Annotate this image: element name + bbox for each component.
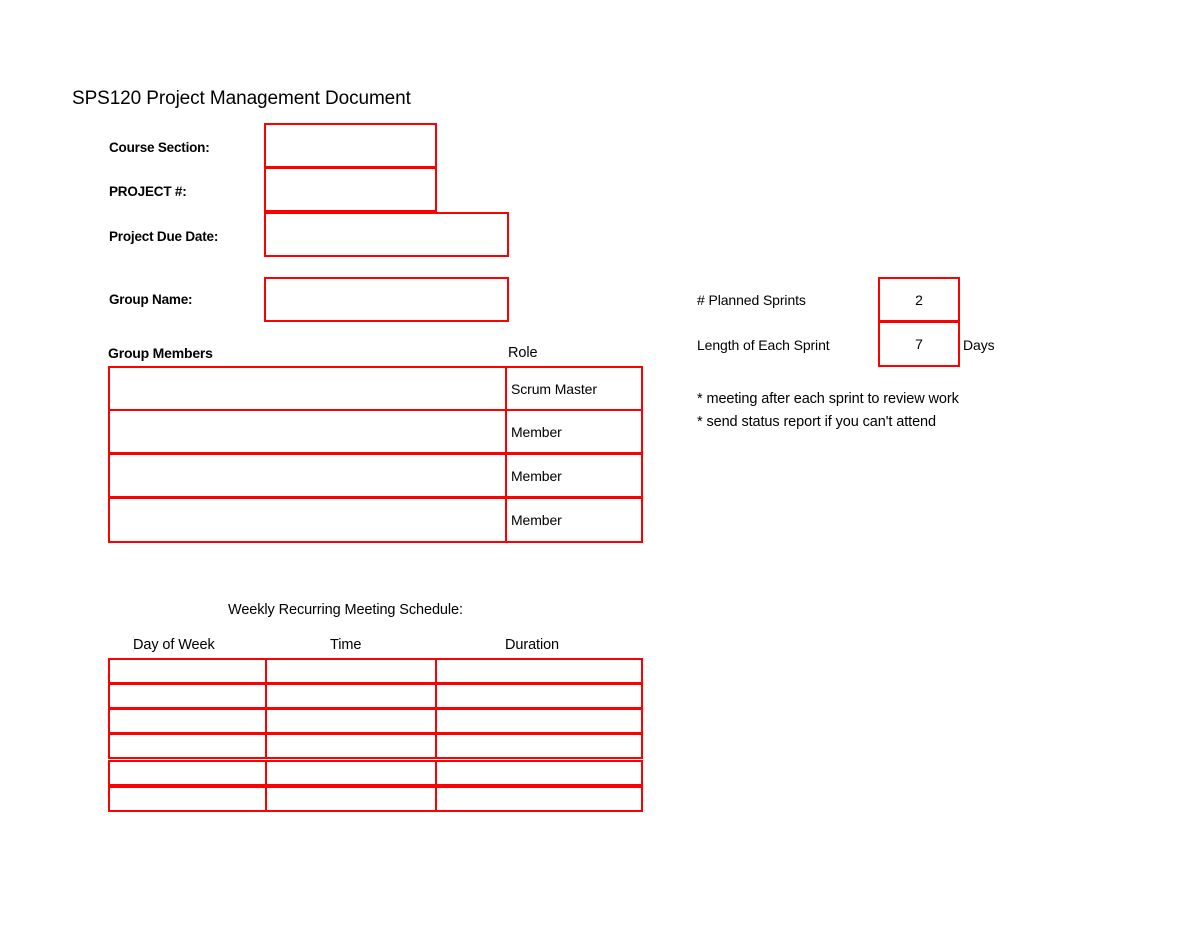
meeting-schedule-title: Weekly Recurring Meeting Schedule: bbox=[228, 602, 463, 618]
project-number-label: PROJECT #: bbox=[109, 184, 187, 199]
course-section-label: Course Section: bbox=[109, 140, 210, 155]
planned-sprints-label: # Planned Sprints bbox=[697, 292, 806, 308]
schedule-time-cell[interactable] bbox=[265, 733, 437, 759]
schedule-time-cell[interactable] bbox=[265, 658, 437, 684]
planned-sprints-input[interactable]: 2 bbox=[878, 277, 960, 322]
schedule-day-cell[interactable] bbox=[108, 658, 267, 684]
course-section-input[interactable] bbox=[264, 123, 437, 168]
group-name-input[interactable] bbox=[264, 277, 509, 322]
sprint-note-line-1: * meeting after each sprint to review wo… bbox=[697, 391, 959, 407]
member-role-value: Member bbox=[511, 423, 562, 440]
project-due-date-value bbox=[266, 214, 507, 226]
project-due-date-label: Project Due Date: bbox=[109, 229, 219, 244]
project-due-date-input[interactable] bbox=[264, 212, 509, 257]
schedule-time-cell[interactable] bbox=[265, 786, 437, 812]
schedule-time-cell[interactable] bbox=[265, 708, 437, 734]
member-name-cell[interactable] bbox=[108, 453, 507, 498]
sprint-length-unit: Days bbox=[963, 337, 995, 353]
project-number-input[interactable] bbox=[264, 167, 437, 212]
schedule-duration-cell[interactable] bbox=[435, 733, 643, 759]
sprint-length-label: Length of Each Sprint bbox=[697, 337, 830, 353]
schedule-duration-cell[interactable] bbox=[435, 760, 643, 786]
schedule-column-header-day: Day of Week bbox=[133, 637, 215, 653]
planned-sprints-value: 2 bbox=[915, 291, 923, 308]
sprint-length-input[interactable]: 7 bbox=[878, 321, 960, 367]
page-title: SPS120 Project Management Document bbox=[72, 88, 411, 109]
member-role-value: Member bbox=[511, 467, 562, 484]
schedule-day-cell[interactable] bbox=[108, 708, 267, 734]
member-name-cell[interactable] bbox=[108, 497, 507, 543]
schedule-day-cell[interactable] bbox=[108, 733, 267, 759]
group-name-value bbox=[266, 279, 507, 291]
schedule-time-cell[interactable] bbox=[265, 760, 437, 786]
schedule-column-header-duration: Duration bbox=[505, 637, 560, 653]
role-header: Role bbox=[508, 345, 538, 361]
member-role-value: Scrum Master bbox=[511, 380, 597, 397]
schedule-column-header-time: Time bbox=[330, 637, 362, 653]
member-name-cell[interactable] bbox=[108, 409, 507, 454]
schedule-time-cell[interactable] bbox=[265, 683, 437, 709]
schedule-duration-cell[interactable] bbox=[435, 658, 643, 684]
group-name-label: Group Name: bbox=[109, 292, 193, 307]
schedule-day-cell[interactable] bbox=[108, 683, 267, 709]
schedule-duration-cell[interactable] bbox=[435, 683, 643, 709]
member-role-cell[interactable]: Member bbox=[505, 409, 643, 454]
schedule-duration-cell[interactable] bbox=[435, 708, 643, 734]
group-members-header: Group Members bbox=[108, 345, 213, 361]
sprint-note-line-2: * send status report if you can't attend bbox=[697, 414, 936, 430]
schedule-day-cell[interactable] bbox=[108, 786, 267, 812]
course-section-value bbox=[266, 125, 435, 137]
project-number-value bbox=[266, 169, 435, 181]
member-role-value: Member bbox=[511, 512, 562, 528]
member-role-cell[interactable]: Scrum Master bbox=[505, 366, 643, 411]
sprint-length-value: 7 bbox=[915, 336, 923, 352]
schedule-duration-cell[interactable] bbox=[435, 786, 643, 812]
schedule-day-cell[interactable] bbox=[108, 760, 267, 786]
member-name-cell[interactable] bbox=[108, 366, 507, 411]
member-role-cell[interactable]: Member bbox=[505, 497, 643, 543]
member-role-cell[interactable]: Member bbox=[505, 453, 643, 498]
